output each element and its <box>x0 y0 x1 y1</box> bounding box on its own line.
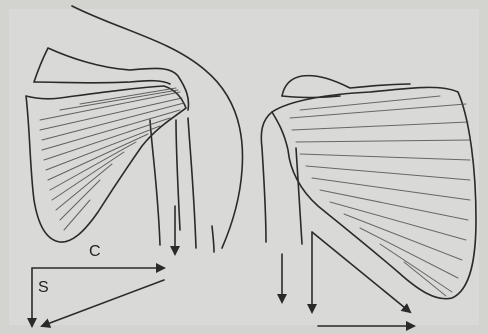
label-s: S <box>38 280 49 296</box>
label-c: C <box>89 244 101 260</box>
